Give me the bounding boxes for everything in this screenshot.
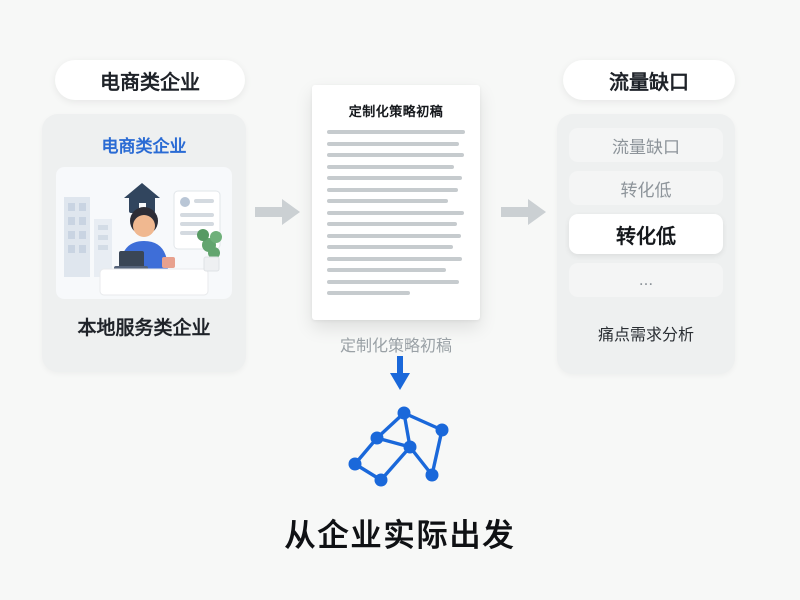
painpoints-card-caption: 痛点需求分析 [597, 327, 694, 344]
left-category-pill: 电商类企业 [55, 60, 245, 100]
painpoint-item: ... [569, 263, 723, 297]
person-at-desk-illustration-icon [56, 167, 232, 299]
enterprise-illustration [56, 167, 232, 299]
enterprise-card: 电商类企业 [42, 114, 246, 372]
painpoint-item: 转化低 [569, 171, 723, 205]
painpoint-item-label: 转化低 [616, 225, 676, 248]
strategy-document-title: 定制化策略初稿 [348, 104, 444, 119]
right-category-pill-label: 流量缺口 [609, 71, 689, 94]
painpoint-item-highlighted: 转化低 [569, 214, 723, 254]
painpoint-item: 流量缺口 [569, 128, 723, 162]
network-graph-icon [348, 406, 449, 487]
enterprise-card-caption: 本地服务类企业 [77, 318, 211, 339]
painpoints-card: 流量缺口 转化低 转化低 ... 痛点需求分析 [557, 114, 735, 374]
arrow-down-icon [390, 356, 410, 390]
arrow-right-icon [501, 199, 546, 225]
right-category-pill: 流量缺口 [563, 60, 735, 100]
left-category-pill-label: 电商类企业 [100, 71, 200, 94]
painpoint-item-label: ... [638, 270, 654, 289]
arrow-right-icon [255, 199, 300, 225]
enterprise-card-title: 电商类企业 [101, 137, 187, 156]
painpoint-item-label: 转化低 [620, 180, 672, 200]
strategy-document-caption: 定制化策略初稿 [339, 338, 452, 355]
strategy-document: 定制化策略初稿 [312, 85, 480, 320]
bottom-headline: 从企业实际出发 [284, 518, 516, 553]
document-lines [327, 130, 465, 295]
painpoint-item-label: 流量缺口 [612, 137, 680, 157]
